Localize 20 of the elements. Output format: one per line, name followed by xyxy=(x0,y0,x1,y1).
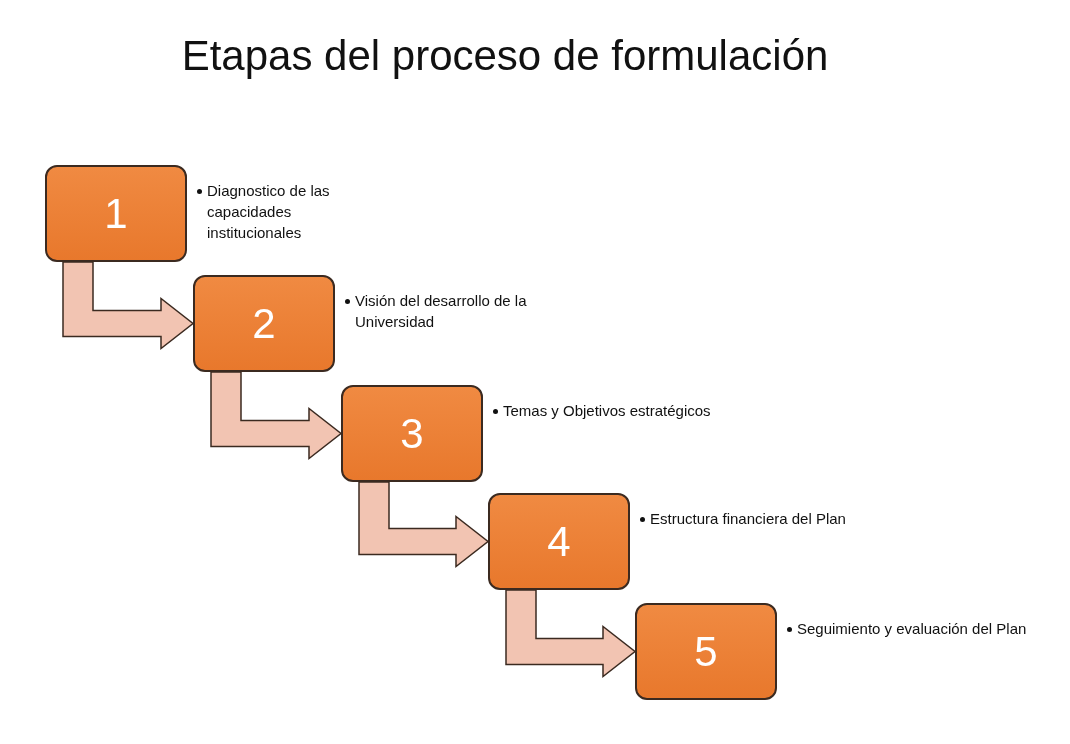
step-description: Seguimiento y evaluación del Plan xyxy=(797,619,1028,639)
step-number: 4 xyxy=(547,517,571,566)
step-box xyxy=(488,493,630,590)
bent-arrow xyxy=(358,481,490,569)
step-box xyxy=(193,275,335,372)
step-description: Visión del desarrollo de la Universidad xyxy=(355,291,528,332)
bent-arrow xyxy=(210,371,343,461)
step-description: Diagnostico de las capacidades institucionales xyxy=(207,181,331,243)
step-description: Estructura financiera del Plan xyxy=(650,509,847,529)
step-number: 1 xyxy=(104,189,128,238)
step-number: 5 xyxy=(694,627,718,676)
bent-arrow xyxy=(62,261,195,351)
bent-arrow xyxy=(505,589,637,679)
step-box xyxy=(45,165,187,262)
step-box xyxy=(341,385,483,482)
step-number: 3 xyxy=(400,409,424,458)
step-description: Temas y Objetivos estratégicos xyxy=(503,401,712,421)
step-number: 2 xyxy=(252,299,276,348)
title: Etapas del proceso de formulación xyxy=(180,32,830,80)
step-box xyxy=(635,603,777,700)
